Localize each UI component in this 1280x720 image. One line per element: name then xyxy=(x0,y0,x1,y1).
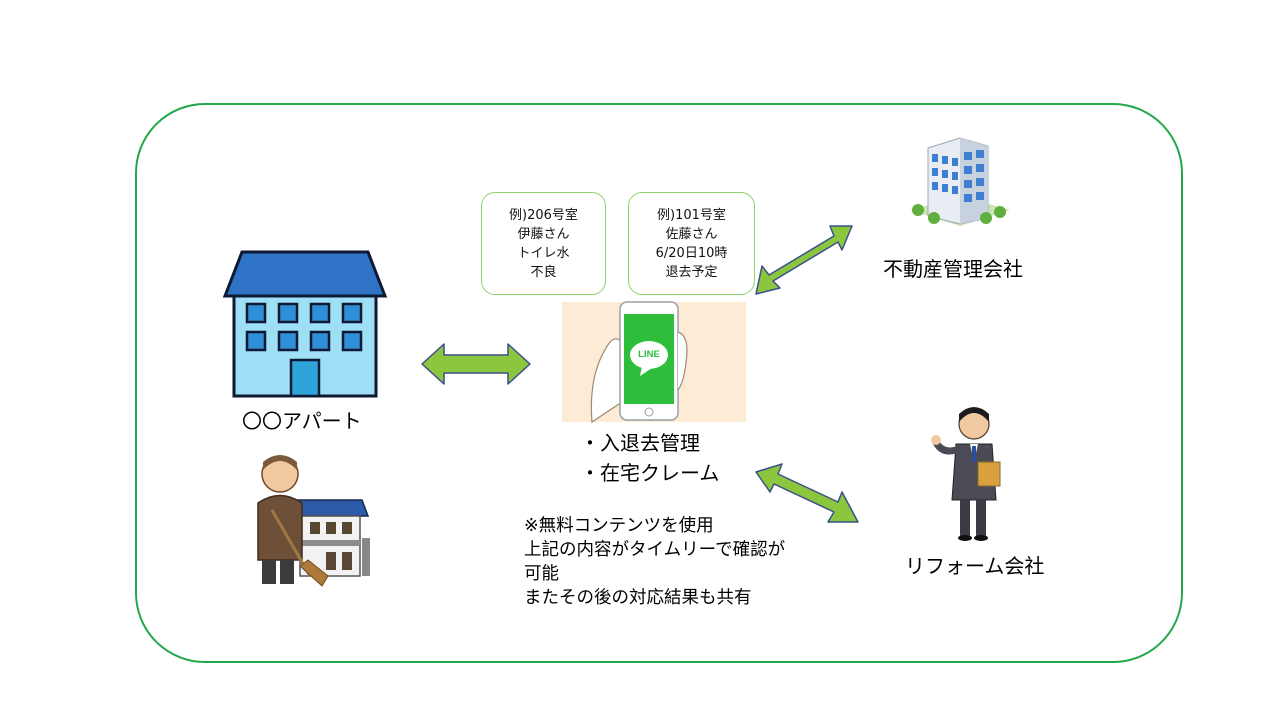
feature-move-management: ・入退去管理 xyxy=(580,431,700,455)
bubble-line: 不良 xyxy=(530,264,557,280)
real-estate-label: 不動産管理会社 xyxy=(883,257,1023,281)
bubble-line: 例)206号室 xyxy=(509,207,578,223)
apartment-label: 〇〇アパート xyxy=(242,409,362,433)
example-bubble-101: 例)101号室 佐藤さん 6/20日10時 退去予定 xyxy=(628,192,755,295)
note-line: ※無料コンテンツを使用 xyxy=(524,516,714,536)
bubble-line: 佐藤さん xyxy=(665,226,718,242)
line-app-logo: LINE xyxy=(638,349,660,360)
bubble-line: トイレ水 xyxy=(517,245,570,261)
notes-text: ※無料コンテンツを使用 上記の内容がタイムリーで確認が 可能 またその後の対応結… xyxy=(524,514,785,610)
note-line: 可能 xyxy=(524,564,559,584)
phone-hand-icon: LINE xyxy=(562,301,746,424)
note-line: またその後の対応結果も共有 xyxy=(524,588,752,608)
landlord-icon xyxy=(257,455,370,587)
apartment-icon xyxy=(222,250,388,398)
apartment-line-double-arrow xyxy=(421,343,531,385)
reform-line-double-arrow xyxy=(755,463,859,523)
bubble-line: 退去予定 xyxy=(665,264,718,280)
feature-home-complaint: ・在宅クレーム xyxy=(580,461,720,485)
example-bubble-206: 例)206号室 伊藤さん トイレ水 不良 xyxy=(481,192,606,295)
diagram-frame xyxy=(135,103,1183,663)
note-line: 上記の内容がタイムリーで確認が xyxy=(524,540,786,560)
realestate-line-double-arrow xyxy=(755,225,853,295)
reform-label: リフォーム会社 xyxy=(905,554,1045,578)
businessman-icon xyxy=(931,407,1001,541)
line-feature-list: ・入退去管理 ・在宅クレーム xyxy=(580,428,719,488)
bubble-line: 例)101号室 xyxy=(657,207,726,223)
office-building-icon xyxy=(910,137,1010,226)
bubble-line: 伊藤さん xyxy=(517,226,570,242)
bubble-line: 6/20日10時 xyxy=(655,245,728,261)
